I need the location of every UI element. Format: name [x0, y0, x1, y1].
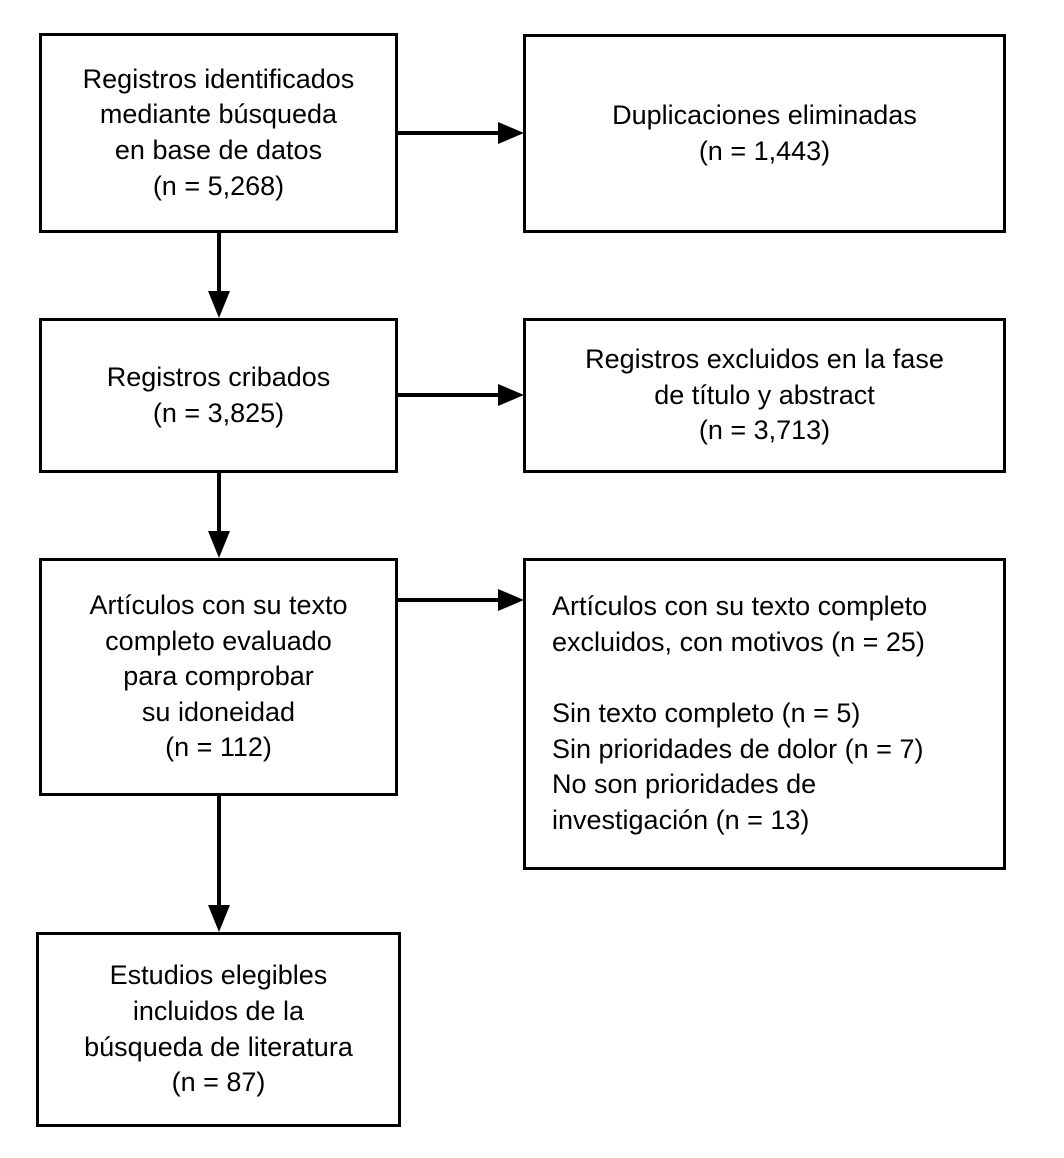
- box-records-excluded: Registros excluidos en la fase de título…: [523, 318, 1006, 473]
- box-fulltext-excluded-text: Artículos con su texto completo excluido…: [552, 591, 928, 836]
- box-fulltext-excluded: Artículos con su texto completo excluido…: [523, 558, 1006, 870]
- arrow-fulltext-to-included: [206, 796, 232, 933]
- box-records-screened: Registros cribados (n = 3,825): [39, 318, 398, 473]
- box-studies-included: Estudios elegibles incluidos de la búsqu…: [36, 932, 401, 1127]
- arrow-screened-to-excluded: [398, 382, 526, 408]
- arrow-identified-to-screened: [206, 233, 232, 319]
- box-records-identified-text: Registros identificados mediante búsqued…: [82, 63, 355, 201]
- arrow-screened-to-fulltext: [206, 473, 232, 559]
- arrow-fulltext-to-excluded: [398, 587, 526, 613]
- box-duplicates-removed: Duplicaciones eliminadas (n = 1,443): [523, 34, 1006, 233]
- arrow-identified-to-duplicates: [398, 120, 526, 146]
- box-records-excluded-text: Registros excluidos en la fase de título…: [585, 344, 944, 446]
- box-records-screened-text: Registros cribados (n = 3,825): [106, 361, 331, 428]
- box-records-identified: Registros identificados mediante búsqued…: [39, 33, 398, 233]
- box-duplicates-removed-text: Duplicaciones eliminadas (n = 1,443): [612, 99, 917, 166]
- box-fulltext-assessed-text: Artículos con su texto completo evaluado…: [89, 589, 348, 763]
- box-studies-included-text: Estudios elegibles incluidos de la búsqu…: [84, 960, 353, 1098]
- box-fulltext-assessed: Artículos con su texto completo evaluado…: [39, 558, 398, 796]
